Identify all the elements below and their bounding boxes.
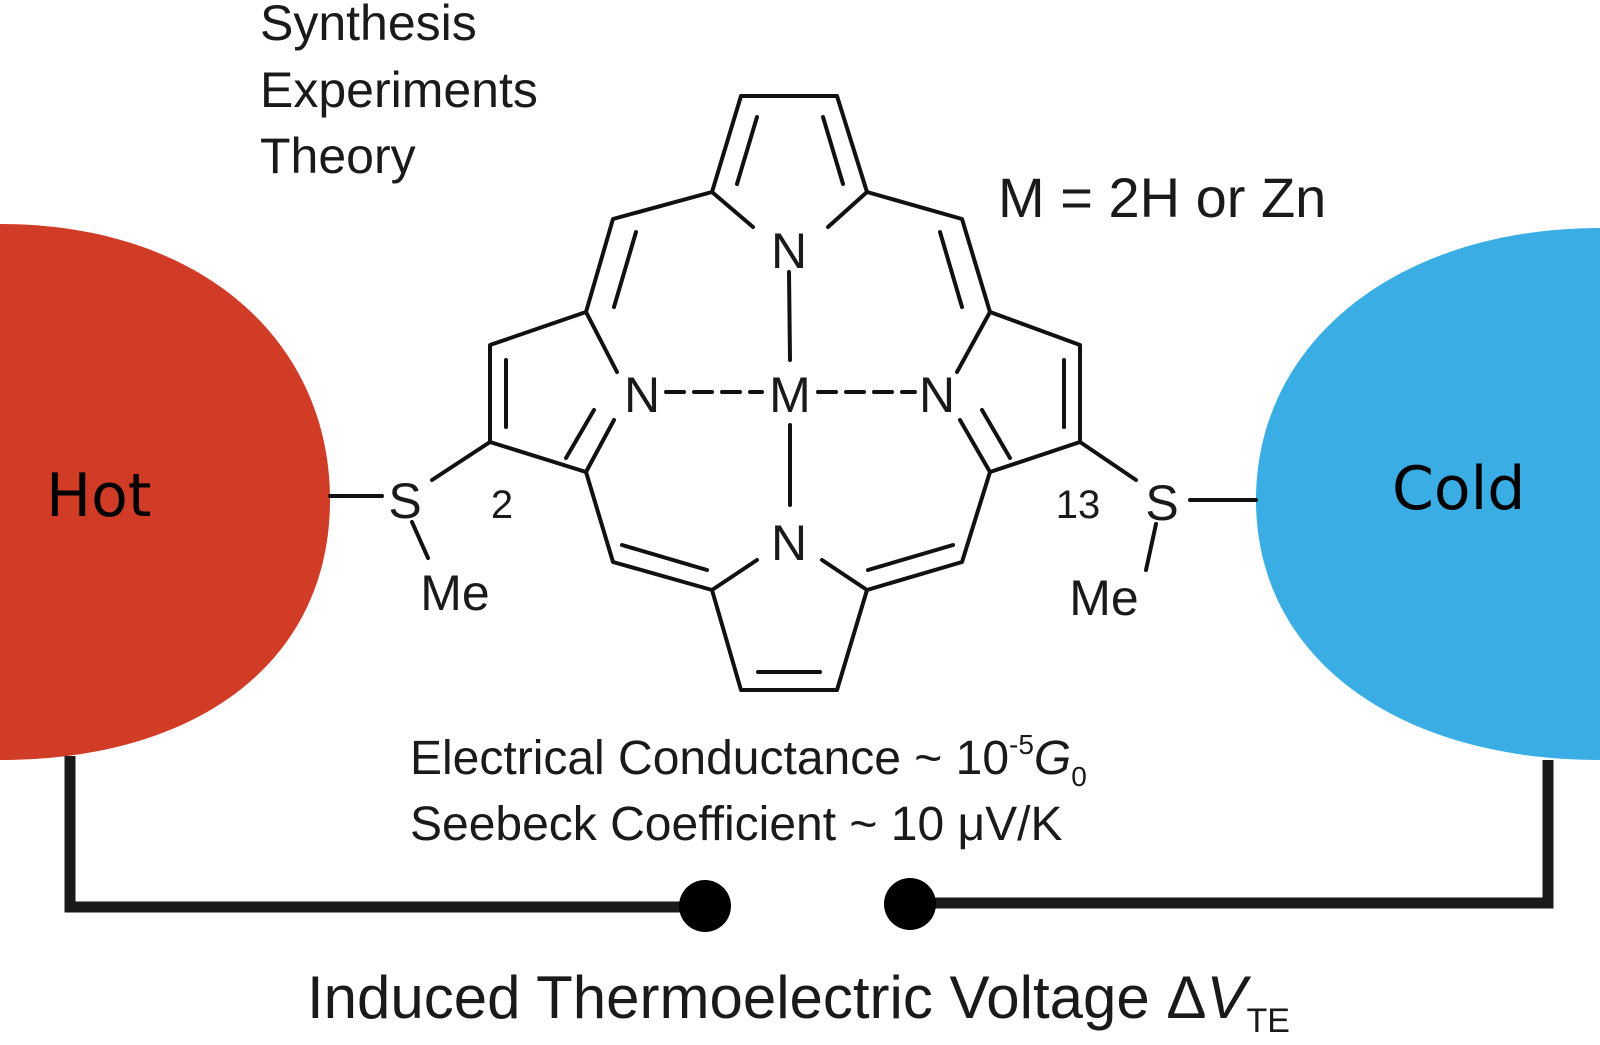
topic-list: Synthesis Experiments Theory xyxy=(260,0,538,184)
cold-electrode-label: Cold xyxy=(1392,454,1525,524)
position-2-label: 2 xyxy=(491,483,513,527)
conductance-text: Electrical Conductance ~ 10-5G0 xyxy=(410,729,1087,792)
metal-note: M = 2H or Zn xyxy=(998,166,1326,229)
voltage-label: Induced Thermoelectric Voltage ΔVTE xyxy=(307,964,1290,1040)
seebeck-text: Seebeck Coefficient ~ 10 μV/K xyxy=(410,798,1063,851)
atom-m-center: M xyxy=(769,367,811,423)
atom-n-right: N xyxy=(919,367,955,423)
porphyrin-structure xyxy=(328,94,1258,692)
methyl-left: Me xyxy=(420,565,489,621)
topic-theory: Theory xyxy=(260,128,416,184)
atom-s-right: S xyxy=(1145,475,1178,531)
measurement-circuit xyxy=(64,756,1554,932)
atom-n-top: N xyxy=(771,223,807,279)
atom-n-bottom: N xyxy=(771,515,807,571)
topic-synthesis: Synthesis xyxy=(260,0,477,51)
terminal-right xyxy=(884,878,936,930)
atom-labels: N N M N N S Me 2 S Me 13 xyxy=(388,223,1178,626)
topic-experiments: Experiments xyxy=(260,62,538,118)
methyl-right: Me xyxy=(1069,570,1138,626)
atom-s-left: S xyxy=(388,473,421,529)
cold-electrode xyxy=(1256,228,1600,760)
hot-electrode xyxy=(0,224,330,760)
hot-electrode-label: Hot xyxy=(46,461,151,531)
terminal-left xyxy=(679,880,731,932)
atom-n-left: N xyxy=(624,367,660,423)
position-13-label: 13 xyxy=(1056,483,1101,527)
